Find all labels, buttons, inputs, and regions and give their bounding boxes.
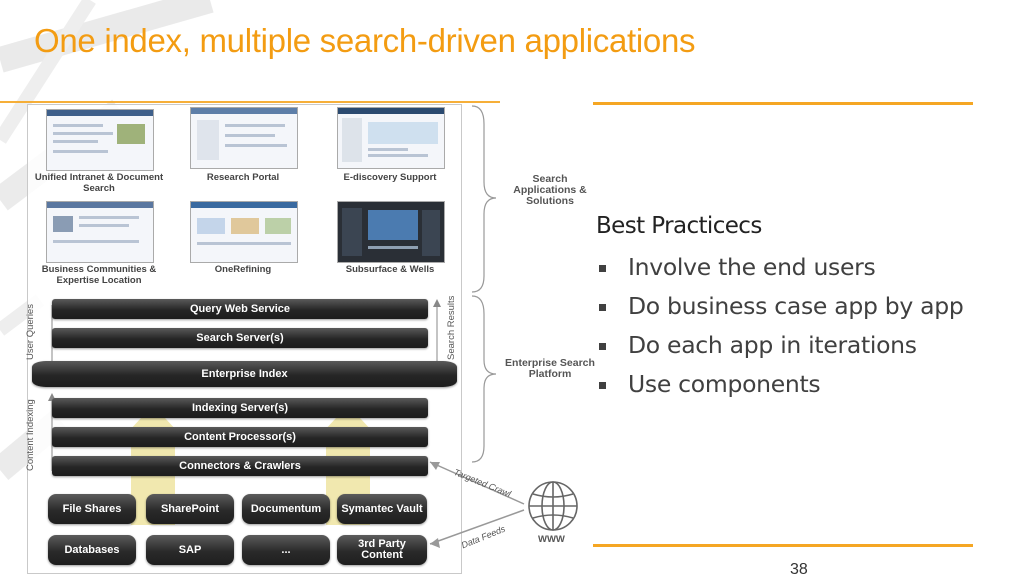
- best-practices-list: Involve the end users Do business case a…: [596, 253, 964, 409]
- title-underline: [0, 101, 500, 103]
- source-symantec-vault: Symantec Vault: [337, 494, 427, 524]
- top-right-divider: [593, 102, 973, 105]
- enterprise-index-layer: Enterprise Index: [32, 361, 457, 387]
- square-bullet-icon: [599, 304, 606, 311]
- app-caption: OneRefining: [214, 264, 272, 275]
- app-thumbnail-unified-intranet: [46, 109, 154, 171]
- app-caption: Subsurface & Wells: [345, 264, 435, 275]
- list-item: Do each app in iterations: [596, 331, 963, 370]
- diagram-brackets: [471, 105, 497, 463]
- square-bullet-icon: [599, 382, 606, 389]
- user-queries-label: User Queries: [25, 304, 36, 360]
- content-processors-layer: Content Processor(s): [52, 427, 428, 447]
- content-indexing-label: Content Indexing: [25, 399, 36, 471]
- globe-icon: [528, 481, 578, 531]
- app-caption: E-discovery Support: [343, 172, 437, 183]
- query-web-service-layer: Query Web Service: [52, 299, 428, 319]
- list-item: Do business case app by app: [596, 292, 964, 331]
- app-caption: Unified Intranet & Document Search: [34, 172, 164, 194]
- list-item-text: Use components: [628, 370, 821, 398]
- source-sap: SAP: [146, 535, 234, 565]
- connectors-crawlers-layer: Connectors & Crawlers: [52, 456, 428, 476]
- source-file-shares: File Shares: [48, 494, 136, 524]
- source-sharepoint: SharePoint: [146, 494, 234, 524]
- list-item-text: Do business case app by app: [628, 292, 964, 320]
- best-practices-heading: Best Practicecs: [596, 213, 762, 239]
- app-caption: Research Portal: [206, 172, 280, 183]
- app-thumbnail-research-portal: [190, 107, 298, 169]
- indexing-servers-layer: Indexing Server(s): [52, 398, 428, 418]
- square-bullet-icon: [599, 343, 606, 350]
- www-label: WWW: [538, 534, 565, 545]
- app-thumbnail-subsurface: [337, 201, 445, 263]
- app-thumbnail-onerefining: [190, 201, 298, 263]
- source-more: ...: [242, 535, 330, 565]
- source-third-party-content: 3rd Party Content: [337, 535, 427, 565]
- list-item-text: Involve the end users: [628, 253, 876, 281]
- list-item: Use components: [596, 370, 963, 409]
- slide-title: One index, multiple search-driven applic…: [34, 22, 696, 59]
- search-applications-label: Search Applications & Solutions: [513, 173, 587, 207]
- architecture-diagram: Unified Intranet & Document Search Resea…: [25, 104, 462, 574]
- enterprise-search-platform-label: Enterprise Search Platform: [505, 357, 595, 380]
- app-thumbnail-ediscovery: [337, 107, 445, 169]
- app-thumbnail-business-communities: [46, 201, 154, 263]
- app-caption: Business Communities & Expertise Locatio…: [41, 264, 157, 286]
- square-bullet-icon: [599, 265, 606, 272]
- source-documentum: Documentum: [242, 494, 330, 524]
- bottom-right-divider: [593, 544, 973, 547]
- search-servers-layer: Search Server(s): [52, 328, 428, 348]
- source-databases: Databases: [48, 535, 136, 565]
- web-connections: [429, 461, 578, 548]
- list-item-text: Do each app in iterations: [628, 331, 917, 359]
- list-item: Involve the end users: [596, 253, 963, 292]
- search-results-label: Search Results: [446, 295, 457, 360]
- page-number: 38: [790, 561, 808, 578]
